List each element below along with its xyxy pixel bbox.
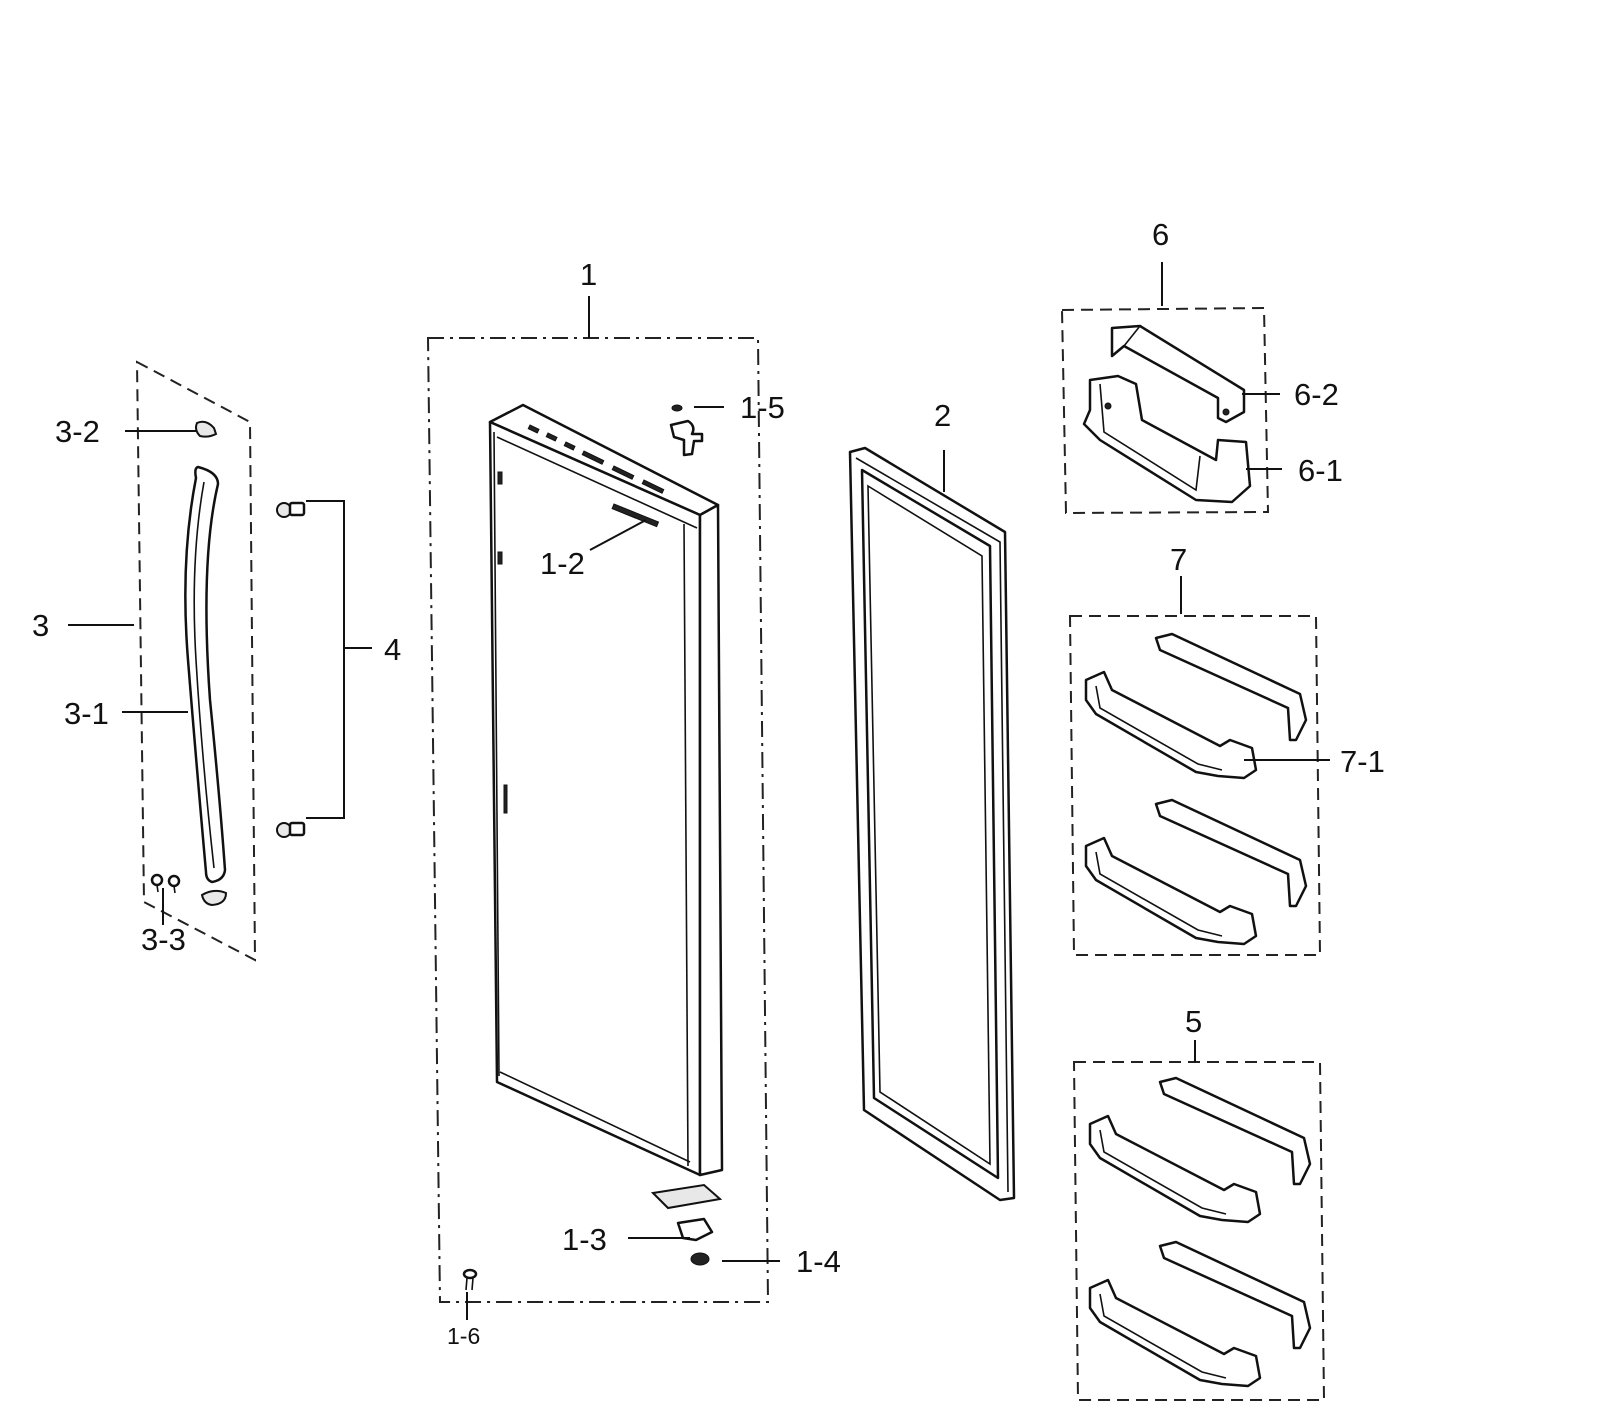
bin-7-upper-back	[1154, 632, 1308, 742]
label-1-6: 1-6	[447, 1323, 480, 1349]
label-3: 3	[32, 608, 49, 643]
group-3-handle: 3-2 3 3-1 3-3	[32, 360, 257, 962]
leader-1-2	[589, 519, 647, 551]
label-1-5: 1-5	[740, 390, 785, 425]
group-1-boundary	[426, 337, 770, 1303]
top-hinge	[669, 419, 704, 457]
bin-5-upper-edge	[1099, 1129, 1227, 1215]
gasket-lip	[855, 457, 1009, 1193]
label-5: 5	[1185, 1004, 1202, 1039]
bin-7-lower	[1084, 798, 1308, 946]
bin-5-upper-front	[1088, 1114, 1262, 1224]
group-6-guard: 6 6-2 6-1	[1060, 217, 1343, 515]
door-mark-1	[497, 471, 503, 485]
label-3-2: 3-2	[55, 414, 100, 449]
bin-7-lower-front	[1084, 836, 1258, 946]
label-1-3: 1-3	[562, 1222, 607, 1257]
group-1-door: 1 1-2 1-5 1-3	[426, 257, 841, 1349]
handle-bottom-cap	[200, 889, 228, 907]
door-top-edge	[496, 436, 698, 529]
label-6: 6	[1152, 217, 1169, 252]
label-6-1: 6-1	[1298, 453, 1343, 488]
bin-7-upper-edge	[1095, 685, 1223, 771]
bin-5-lower-back	[1158, 1240, 1312, 1350]
door-inner-edge	[683, 523, 689, 1167]
door-mark-2	[497, 551, 503, 565]
group-3-boundary	[135, 360, 257, 962]
group-7-bins: 7 7-1	[1068, 542, 1385, 956]
label-4: 4	[384, 632, 401, 667]
label-1-4: 1-4	[796, 1244, 841, 1279]
door-top-vents	[527, 424, 665, 494]
screw-1-6-shank	[465, 1277, 474, 1291]
door-side-face	[698, 503, 724, 1177]
guard-bin-hole	[1104, 402, 1112, 410]
leader-4-bracket	[306, 500, 345, 819]
bin-5-upper	[1088, 1076, 1312, 1224]
door-mark-3	[503, 784, 508, 814]
door-bottom-edge	[499, 1071, 691, 1163]
bin-5-lower	[1088, 1240, 1312, 1388]
guard-bin-edge	[1099, 383, 1201, 492]
brand-logo-plate	[611, 503, 660, 528]
handle-bar	[184, 465, 227, 884]
hinge-cap	[690, 1252, 710, 1266]
bolt-bottom	[276, 821, 306, 838]
bin-5-lower-edge	[1099, 1293, 1227, 1379]
group-5-boundary	[1072, 1061, 1326, 1401]
bin-7-lower-edge	[1095, 851, 1223, 937]
label-7-1: 7-1	[1340, 744, 1385, 779]
gasket-innermost	[867, 484, 991, 1166]
bottom-hinge-bracket	[676, 1217, 714, 1242]
group-7-boundary	[1068, 615, 1322, 956]
group-6-boundary	[1060, 306, 1270, 515]
guard-cover-edge	[1123, 325, 1141, 347]
screw-1-6	[462, 1268, 478, 1280]
guard-bin	[1082, 374, 1252, 504]
label-1: 1	[580, 257, 597, 292]
handle-screw-1-shank	[156, 884, 159, 893]
group-5-bins: 5	[1072, 1004, 1326, 1401]
label-3-3: 3-3	[141, 922, 186, 957]
group-4-bolts: 4	[276, 500, 401, 838]
bottom-hinge-plate	[650, 1183, 723, 1210]
bin-7-upper-front	[1084, 670, 1258, 780]
handle-screw-2-shank	[173, 885, 176, 894]
bin-7-upper	[1084, 632, 1308, 780]
gasket-inner	[860, 468, 1000, 1180]
guard-cover	[1110, 324, 1246, 424]
label-3-1: 3-1	[64, 696, 109, 731]
bin-7-lower-back	[1154, 798, 1308, 908]
handle-cap	[195, 420, 218, 438]
label-1-2: 1-2	[540, 546, 585, 581]
bolt-top	[276, 501, 306, 518]
label-6-2: 6-2	[1294, 377, 1339, 412]
label-7: 7	[1170, 542, 1187, 577]
handle-screw-2	[167, 874, 181, 888]
hinge-pin-cap	[671, 404, 683, 412]
guard-cover-hole	[1222, 408, 1230, 416]
bin-5-lower-front	[1088, 1278, 1262, 1388]
label-2: 2	[934, 398, 951, 433]
door-left-edge	[493, 431, 500, 1077]
door-front-face	[488, 420, 702, 1177]
bin-5-upper-back	[1158, 1076, 1312, 1186]
handle-screw-1	[150, 873, 164, 887]
handle-bar-edge	[193, 481, 215, 869]
part-2-gasket: 2	[848, 398, 1016, 1202]
